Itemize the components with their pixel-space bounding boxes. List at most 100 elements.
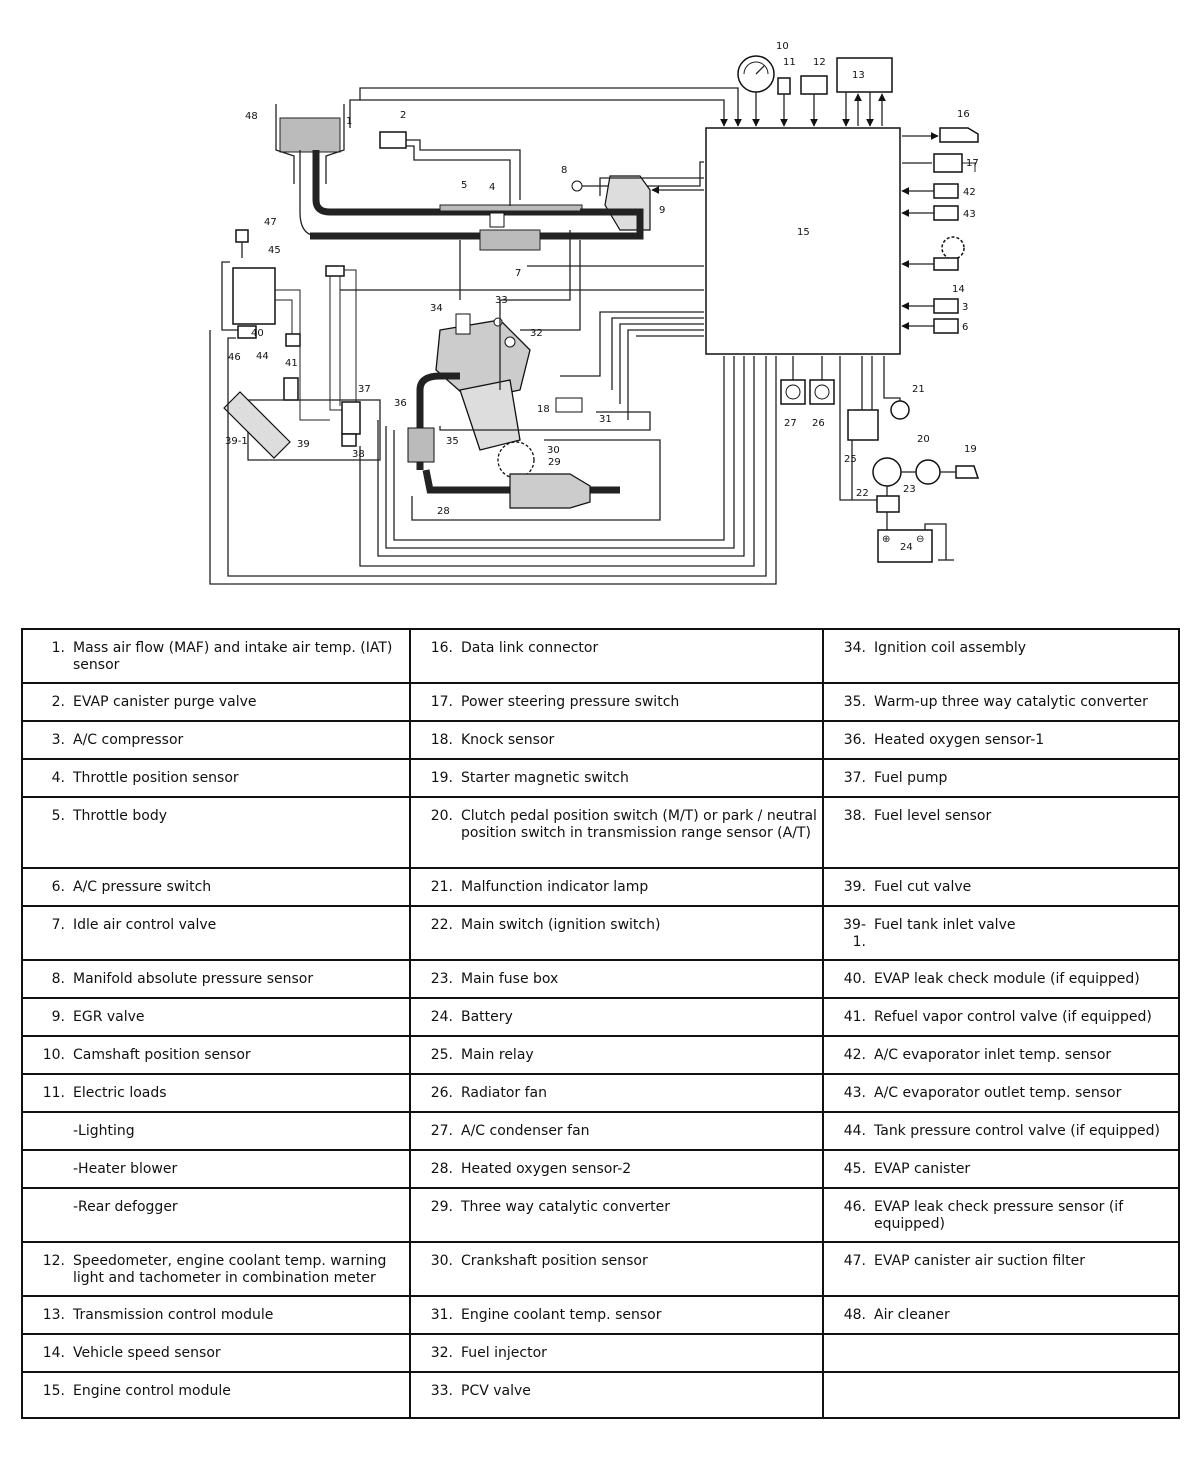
legend-item-number: 39. (843, 879, 866, 895)
legend-cell: 26.Radiator fan (409, 1073, 824, 1113)
legend-cell: 29.Three way catalytic converter (409, 1187, 824, 1243)
legend-cell: 33.PCV valve (409, 1371, 824, 1419)
legend-item-label: EVAP canister purge valve (73, 694, 257, 710)
legend-item-label: A/C condenser fan (461, 1123, 590, 1139)
legend-item-number (29, 1123, 73, 1140)
legend-item-number: 1. (51, 640, 65, 656)
legend-item-number: 24. (430, 1009, 453, 1025)
legend-item-label: EGR valve (73, 1009, 145, 1025)
legend-row: 12. Speedometer, engine coolant temp. war… (21, 1241, 1180, 1297)
callout-42: 42 (963, 187, 976, 198)
top-wires (349, 87, 886, 128)
legend-item-label: Vehicle speed sensor (73, 1345, 221, 1361)
legend-cell: 45.EVAP canister (822, 1149, 1180, 1189)
legend-item-number: 33. (430, 1383, 453, 1399)
legend-row: 2. EVAP canister purge valve 17.Power stee… (21, 682, 1180, 722)
legend-item-number: 7. (51, 917, 65, 933)
callout-44: 44 (256, 351, 269, 362)
callout-48: 48 (245, 111, 258, 122)
callout-31: 31 (599, 414, 612, 425)
legend-row: 1.Mass air flow (MAF) and intake air tem… (21, 628, 1180, 684)
callout-9: 9 (659, 205, 665, 216)
legend-item-number: 19. (430, 770, 453, 786)
legend-item-number: 2. (51, 694, 65, 710)
legend-cell: 38. Fuel level sensor (822, 796, 1180, 869)
legend-item-label: -Lighting (73, 1123, 135, 1139)
legend-item-number: 44. (843, 1123, 866, 1139)
legend-cell: 5.Throttle body (21, 796, 411, 869)
legend-item-number: 14. (42, 1345, 65, 1361)
callout-47: 47 (264, 217, 277, 228)
legend-item-label: EVAP canister (874, 1161, 971, 1177)
callout-18: 18 (537, 404, 550, 415)
legend-cell: 2. EVAP canister purge valve (21, 682, 411, 722)
purge-valve-box (379, 131, 407, 149)
legend-cell: 17.Power steering pressure switch (409, 682, 824, 722)
legend-cell: 30.Crankshaft position sensor (409, 1241, 824, 1297)
evap-system (209, 229, 777, 585)
legend-item-label: Transmission control module (73, 1307, 274, 1323)
callout-16: 16 (957, 109, 970, 120)
callout-22: 22 (856, 488, 869, 499)
legend-item-label: Data link connector (461, 640, 599, 656)
legend-item-label: Main relay (461, 1047, 534, 1063)
legend-item-number: 4. (51, 770, 65, 786)
legend-item-number: 48. (843, 1307, 866, 1323)
svg-text:⊕: ⊕ (882, 534, 890, 545)
legend-item-number: 22. (430, 917, 453, 933)
legend-cell: 22.Main switch (ignition switch) (409, 905, 824, 961)
legend-item-label: Fuel cut valve (874, 879, 972, 895)
engine-block (407, 230, 620, 509)
legend-cell: 48.Air cleaner (822, 1295, 1180, 1335)
callout-28: 28 (437, 506, 450, 517)
callout-39-1: 39-1 (225, 436, 248, 447)
legend-item-number (29, 1199, 73, 1216)
callout-11: 11 (783, 57, 796, 68)
legend-cell: 16. Data link connector (409, 628, 824, 684)
callout-37: 37 (358, 384, 371, 395)
legend-item-number: 5. (51, 808, 65, 824)
legend-cell: 37.Fuel pump (822, 758, 1180, 798)
callouts: 1 2 3 4 5 6 7 8 9 10 11 12 13 14 15 16 1… (225, 41, 979, 553)
legend-item-label: Warm-up three way catalytic converter (874, 694, 1148, 710)
legend-item-label: A/C evaporator outlet temp. sensor (874, 1085, 1122, 1101)
legend-item-number: 37. (843, 770, 866, 786)
legend-item-label: EVAP leak check module (if equipped) (874, 971, 1140, 987)
callout-20: 20 (917, 434, 930, 445)
legend-cell: 20.Clutch pedal position switch (M/T) or… (409, 796, 824, 869)
legend-item-label: Speedometer, engine coolant temp. warnin… (73, 1253, 387, 1286)
legend-cell: 43. A/C evaporator outlet temp. sensor (822, 1073, 1180, 1113)
callout-13: 13 (852, 70, 865, 81)
legend-item-number: 6. (51, 879, 65, 895)
callout-10: 10 (776, 41, 789, 52)
electric-load-box (777, 77, 791, 95)
svg-text:⊖: ⊖ (916, 534, 924, 545)
legend-item-number: 12. (42, 1253, 65, 1269)
legend-item-label: Manifold absolute pressure sensor (73, 971, 314, 987)
legend-item-number: 35. (843, 694, 866, 710)
legend-item-label: Fuel level sensor (874, 808, 992, 824)
legend-item-number: 46. (843, 1199, 866, 1215)
legend-item-number: 43. (843, 1085, 866, 1101)
legend-cell: 7.Idle air control valve (21, 905, 411, 961)
callout-30: 30 (547, 445, 560, 456)
legend-item-number: 31. (430, 1307, 453, 1323)
legend-item-number: 41. (843, 1009, 866, 1025)
legend-item-number: 28. (430, 1161, 453, 1177)
legend-item-number: 47. (843, 1253, 866, 1269)
callout-1: 1 (346, 116, 352, 127)
callout-39: 39 (297, 439, 310, 450)
legend-item-number: 16. (430, 640, 453, 656)
legend-item-label: Malfunction indicator lamp (461, 879, 649, 895)
legend-item-number: 13. (42, 1307, 65, 1323)
legend-item-number: 25. (430, 1047, 453, 1063)
legend-cell: 1.Mass air flow (MAF) and intake air tem… (21, 628, 411, 684)
legend-item-number: 38. (843, 808, 866, 824)
